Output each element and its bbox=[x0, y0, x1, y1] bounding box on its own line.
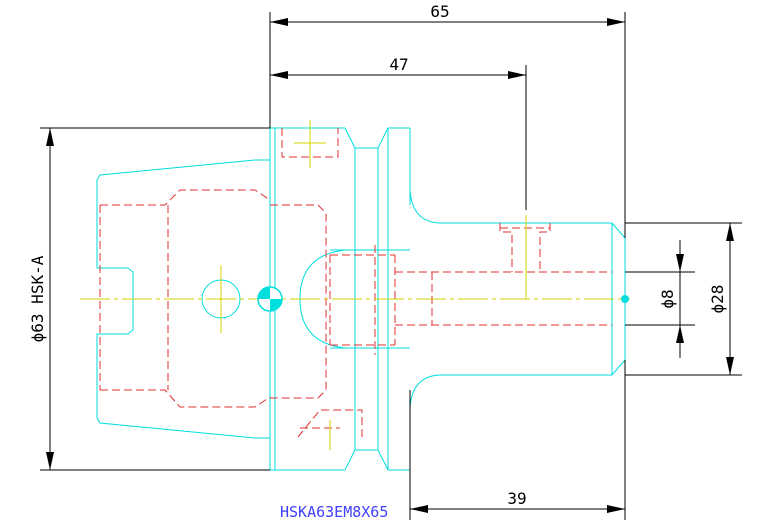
dim-bore-diameter: ϕ8 bbox=[658, 289, 677, 308]
dimension-lines bbox=[40, 12, 742, 520]
hidden-lines bbox=[99, 128, 612, 438]
dim-shank-diameter: ϕ28 bbox=[708, 285, 727, 314]
part-label: HSKA63EM8X65 bbox=[280, 503, 388, 521]
hsk-taper-outline bbox=[96, 159, 270, 439]
dim-partial-length: 47 bbox=[389, 55, 408, 74]
dim-overall-length: 65 bbox=[430, 2, 449, 21]
dim-flange-diameter: ϕ63 HSK-A bbox=[28, 255, 47, 342]
center-mark-icon bbox=[257, 286, 283, 312]
centerlines bbox=[80, 120, 630, 450]
end-center-icon bbox=[621, 295, 629, 303]
dimension-arrows bbox=[46, 18, 734, 513]
dim-shank-length: 39 bbox=[507, 489, 526, 508]
